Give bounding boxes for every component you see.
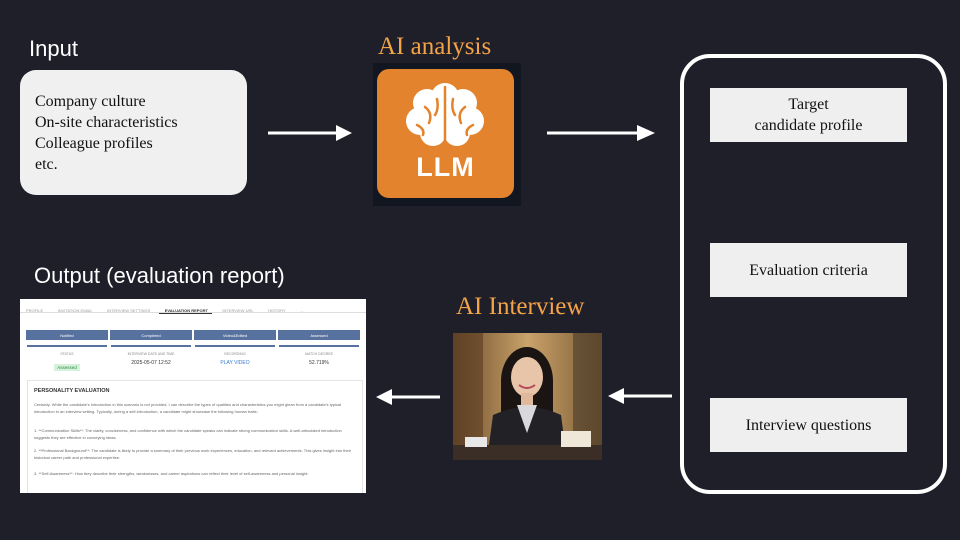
report-paragraph: 2. **Professional Background**: The cand… bbox=[34, 448, 351, 460]
outputs-container bbox=[680, 54, 947, 494]
play-video-link[interactable]: PLAY VIDEO bbox=[220, 360, 250, 366]
arrow-left-icon bbox=[376, 389, 440, 405]
report-heading: Output (evaluation report) bbox=[34, 263, 285, 288]
arrow-left-icon bbox=[608, 388, 672, 404]
step-video-edited: Video&Edited bbox=[194, 330, 276, 340]
tab-profile[interactable]: PROFILE bbox=[26, 308, 44, 313]
match-degree-label: MATCH DEGREE bbox=[305, 352, 333, 356]
interviewer-photo-image bbox=[453, 333, 602, 460]
section-title: PERSONALITY EVALUATION bbox=[34, 388, 110, 394]
match-degree-cell: MATCH DEGREE 52.719% bbox=[279, 345, 359, 373]
status-cell: STATUS Assessed bbox=[27, 345, 107, 373]
status-badge: Assessed bbox=[54, 364, 80, 371]
personality-evaluation-section: PERSONALITY EVALUATION Certainly. While … bbox=[27, 380, 363, 493]
tab-more[interactable]: ... bbox=[300, 308, 304, 313]
step-completed: Completed bbox=[110, 330, 192, 340]
interviewer-photo bbox=[453, 333, 602, 460]
report-paragraph: Certainly. While the candidate's introdu… bbox=[34, 402, 341, 414]
report-paragraph: 3. **Self-Awareness**: How they describe… bbox=[34, 471, 309, 476]
card-target-candidate-profile: Target candidate profile bbox=[710, 88, 907, 142]
arrow-right-icon bbox=[547, 125, 655, 141]
llm-icon bbox=[377, 69, 514, 198]
tab-interview-url[interactable]: INTERVIEW URL bbox=[222, 308, 254, 313]
step-notified: Notified bbox=[26, 330, 108, 340]
report-screenshot: PROFILE INVITATION EMAIL INTERVIEW SETTI… bbox=[20, 299, 366, 493]
interview-date-cell: INTERVIEW DATE AND TIME 2025-05-07 12:52 bbox=[111, 345, 191, 373]
interview-heading: AI Interview bbox=[456, 293, 585, 320]
report-paragraph: 1. **Communication Skills**: The clarity… bbox=[34, 428, 342, 440]
interview-date-value: 2025-05-07 12:52 bbox=[131, 360, 171, 366]
report-tabs: PROFILE INVITATION EMAIL INTERVIEW SETTI… bbox=[20, 299, 366, 314]
input-item: Colleague profiles bbox=[35, 135, 153, 152]
tab-evaluation-report[interactable]: EVALUATION REPORT bbox=[158, 304, 212, 314]
card-interview-questions: Interview questions bbox=[710, 398, 907, 452]
status-label: STATUS bbox=[60, 352, 74, 356]
analysis-heading: AI analysis bbox=[378, 33, 492, 60]
step-assessed: Assessed bbox=[278, 330, 360, 340]
brain-icon bbox=[406, 83, 484, 147]
input-heading: Input bbox=[29, 36, 78, 61]
input-item: On-site characteristics bbox=[35, 114, 178, 131]
input-item: Company culture bbox=[35, 93, 146, 110]
input-item: etc. bbox=[35, 156, 58, 173]
llm-label: LLM bbox=[416, 152, 475, 182]
interview-date-label: INTERVIEW DATE AND TIME bbox=[127, 352, 175, 356]
match-degree-value: 52.719% bbox=[309, 360, 329, 366]
input-box: Company culture On-site characteristics … bbox=[20, 70, 247, 195]
tab-history[interactable]: HISTORY bbox=[268, 308, 286, 313]
card-evaluation-criteria: Evaluation criteria bbox=[710, 243, 907, 297]
arrow-right-icon bbox=[268, 125, 352, 141]
recording-label: RECORDING bbox=[224, 352, 246, 356]
tab-interview-settings[interactable]: INTERVIEW SETTINGS bbox=[107, 308, 151, 313]
recording-cell: RECORDING PLAY VIDEO bbox=[195, 345, 275, 373]
tab-invitation-email[interactable]: INVITATION EMAIL bbox=[57, 308, 93, 313]
